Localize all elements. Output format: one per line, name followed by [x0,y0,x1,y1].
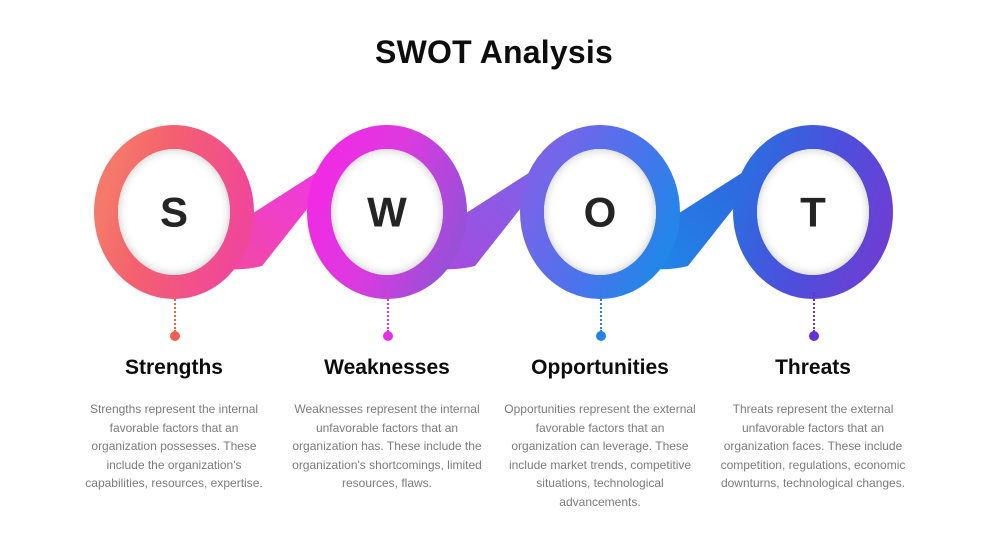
connector-line-threats [813,292,815,332]
column-heading-threats: Threats [775,356,851,379]
column-body-opportunities: Opportunities represent the external fav… [504,402,696,509]
column-body-threats: Threats represent the external unfavorab… [720,402,906,491]
ring-letter-t: T [800,189,826,236]
connector-dot-threats [809,331,819,341]
swot-ring-t[interactable]: T [733,125,893,299]
connector-line-weaknesses [387,292,389,332]
swot-column-opportunities: Opportunities Opportunities represent th… [502,356,698,512]
connector-dot-strengths [170,331,180,341]
column-body-strengths: Strengths represent the internal favorab… [85,402,263,491]
swot-diagram: S W O T [0,120,988,320]
column-body-weaknesses: Weaknesses represent the internal unfavo… [292,402,482,491]
ring-letter-o: O [584,189,617,236]
swot-ring-w[interactable]: W [307,125,467,299]
column-heading-weaknesses: Weaknesses [324,356,450,379]
swot-ring-o[interactable]: O [520,125,680,299]
connector-dot-opportunities [596,331,606,341]
connector-dot-weaknesses [383,331,393,341]
column-heading-opportunities: Opportunities [531,356,669,379]
swot-column-threats: Threats Threats represent the external u… [713,356,913,493]
column-heading-strengths: Strengths [124,356,223,379]
ring-letter-s: S [160,189,188,236]
swot-column-strengths: Strengths Strengths represent the intern… [76,356,272,493]
ring-letter-w: W [367,189,407,236]
swot-column-weaknesses: Weaknesses Weaknesses represent the inte… [289,356,485,493]
swot-ring-s[interactable]: S [94,125,254,299]
connector-line-strengths [174,292,176,332]
swot-diagram-svg: S W O T [94,125,893,299]
page-title: SWOT Analysis [375,34,613,70]
connector-line-opportunities [600,292,602,332]
